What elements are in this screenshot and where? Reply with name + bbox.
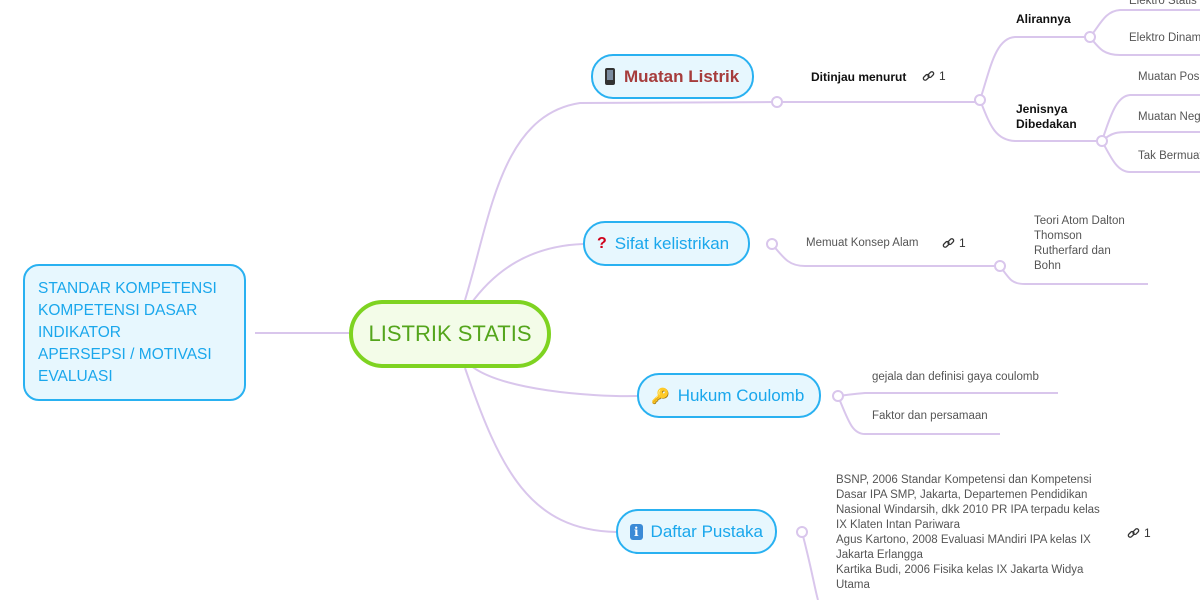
node-dot (974, 94, 986, 106)
connector-alirannya (979, 36, 1090, 101)
left-box-line: INDIKATOR (38, 324, 121, 341)
connector-daftar (464, 367, 617, 533)
link-badge[interactable]: 1 (1127, 526, 1151, 540)
item-gejala-definisi[interactable]: gejala dan definisi gaya coulomb (872, 371, 1039, 383)
link-count: 1 (939, 69, 946, 83)
reference-line: Utama (836, 579, 870, 591)
connector-faktor (837, 395, 1000, 435)
left-box-line: STANDAR KOMPETENSI (38, 280, 217, 297)
key-icon: 🔑 (651, 387, 670, 405)
link-badge[interactable]: 1 (922, 69, 946, 83)
item-teori-atom[interactable]: Teori Atom Dalton Thomson Rutherfard dan… (1034, 214, 1125, 274)
reference-line: Nasional Windarsih, dkk 2010 PR IPA terp… (836, 504, 1100, 516)
link-badge[interactable]: 1 (942, 236, 966, 250)
node-dot (1096, 135, 1108, 147)
reference-line: BSNP, 2006 Standar Kompetensi dan Kompet… (836, 474, 1092, 486)
connector-jenisnya (979, 99, 1102, 142)
item-muatan-negatif[interactable]: Muatan Negatif (1138, 111, 1200, 123)
central-topic-label: LISTRIK STATIS (368, 321, 532, 346)
subtopic-memuat-konsep-alam[interactable]: Memuat Konsep Alam (806, 237, 919, 249)
question-icon: ? (597, 234, 607, 252)
reference-line: Jakarta Erlangga (836, 549, 923, 561)
item-faktor-persamaan[interactable]: Faktor dan persamaan (872, 410, 988, 422)
connector-positif (1101, 94, 1200, 142)
connector-muatan (464, 101, 778, 301)
connector-tak (1101, 140, 1200, 173)
phone-icon (605, 68, 615, 85)
node-dot (1084, 31, 1096, 43)
connector-gejala (837, 392, 1058, 397)
subtopic-jenisnya-line1[interactable]: Jenisnya (1016, 102, 1068, 116)
topic-label: Daftar Pustaka (650, 521, 763, 541)
reference-line: Kartika Budi, 2006 Fisika kelas IX Jakar… (836, 564, 1084, 576)
item-muatan-positif[interactable]: Muatan Positif (1138, 71, 1200, 83)
topic-label: Sifat kelistrikan (614, 233, 730, 253)
topic-standar-kompetensi[interactable]: STANDAR KOMPETENSI KOMPETENSI DASAR INDI… (23, 264, 246, 401)
item-line: Teori Atom Dalton (1034, 215, 1125, 227)
node-dot (766, 238, 778, 250)
item-line: Rutherfard dan (1034, 245, 1111, 257)
item-elektro-dinamis[interactable]: Elektro Dinamis (1129, 32, 1200, 44)
link-icon (1127, 527, 1140, 538)
topic-daftar-pustaka[interactable]: i Daftar Pustaka (616, 509, 777, 554)
topic-label: Muatan Listrik (624, 66, 740, 86)
left-box-line: EVALUASI (38, 368, 113, 385)
subtopic-ditinjau-menurut[interactable]: Ditinjau menurut (811, 70, 907, 84)
subtopic-alirannya[interactable]: Alirannya (1016, 12, 1071, 26)
reference-line: IX Klaten Intan Pariwara (836, 519, 961, 531)
topic-sifat-kelistrikan[interactable]: ? Sifat kelistrikan (583, 221, 750, 266)
reference-line: Dasar IPA SMP, Jakarta, Departemen Pendi… (836, 489, 1088, 501)
link-count: 1 (959, 236, 966, 250)
left-box-line: KOMPETENSI DASAR (38, 302, 198, 319)
link-icon (942, 237, 955, 248)
connector-refs (801, 531, 819, 600)
connector-sifat (469, 243, 584, 306)
item-line: Thomson (1034, 230, 1082, 242)
node-dot (994, 260, 1006, 272)
subtopic-jenisnya-line2[interactable]: Dibedakan (1016, 117, 1077, 131)
connector-hukum (469, 364, 638, 398)
topic-hukum-coulomb[interactable]: 🔑 Hukum Coulomb (637, 373, 821, 418)
connector-negatif (1101, 131, 1200, 142)
item-tak-bermuatan[interactable]: Tak Bermuatan (1138, 150, 1200, 162)
topic-muatan-listrik[interactable]: Muatan Listrik (591, 54, 754, 99)
topic-label: Hukum Coulomb (677, 385, 805, 405)
item-elektro-statis[interactable]: Elektro Statis (1129, 0, 1197, 7)
node-dot (796, 526, 808, 538)
item-line: Bohn (1034, 260, 1061, 272)
info-icon: i (630, 523, 643, 540)
reference-line: Agus Kartono, 2008 Evaluasi MAndiri IPA … (836, 534, 1091, 546)
left-box-line: APERSEPSI / MOTIVASI (38, 346, 212, 363)
link-icon (922, 70, 935, 81)
central-topic[interactable]: LISTRIK STATIS (349, 300, 551, 368)
link-count: 1 (1144, 526, 1151, 540)
node-dot (771, 96, 783, 108)
node-dot (832, 390, 844, 402)
item-references[interactable]: BSNP, 2006 Standar Kompetensi dan Kompet… (836, 473, 1100, 593)
